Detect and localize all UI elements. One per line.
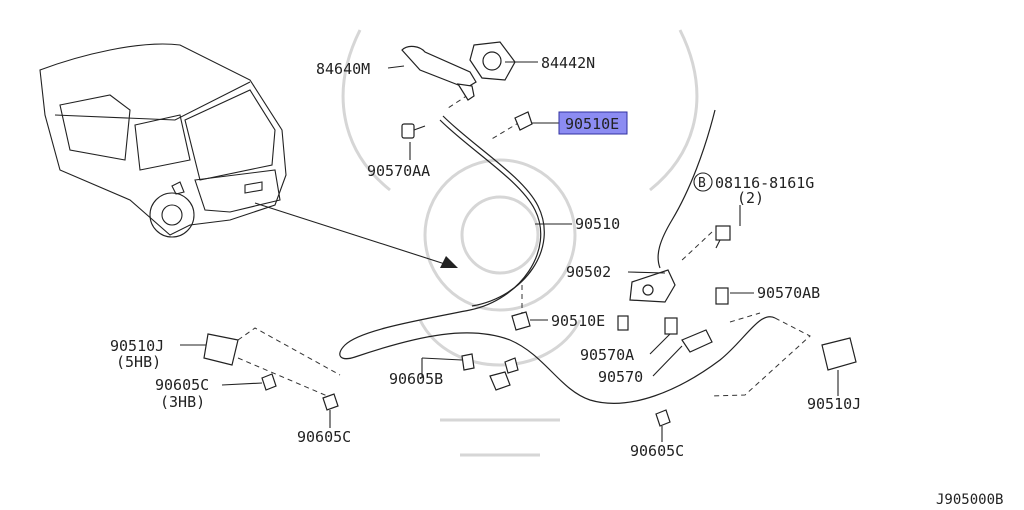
part-bezel-84442N (469, 41, 516, 81)
label-90605B[interactable]: 90605B (389, 370, 443, 388)
circle-b-icon: B (693, 172, 713, 192)
label-84640M[interactable]: 84640M (316, 60, 370, 78)
part-bolt-90570A (664, 317, 678, 335)
label-90510E-mid[interactable]: 90510E (551, 312, 605, 330)
label-90510J-left-note: (5HB) (116, 353, 161, 371)
part-clip-90510E-top (514, 111, 533, 131)
part-clip-90510E-mid (511, 311, 531, 331)
part-grommet-cable (489, 357, 519, 391)
label-90570AA[interactable]: 90570AA (367, 162, 430, 180)
highlight-box (558, 111, 628, 135)
part-clip-90605B (461, 353, 475, 371)
label-08116-qty: (2) (737, 189, 764, 207)
part-clip-90605C-bottom-left (322, 393, 339, 411)
label-90605C-bottom-left[interactable]: 90605C (297, 428, 351, 446)
label-90510J-left[interactable]: 90510J (110, 337, 164, 355)
release-cable (339, 119, 776, 404)
latch-rod (657, 109, 716, 269)
reference-lines (237, 94, 811, 399)
label-90570A[interactable]: 90570A (580, 346, 634, 364)
part-bolt-08116 (715, 225, 731, 249)
label-90605C-bottom-right[interactable]: 90605C (630, 442, 684, 460)
part-cover-90510J-right (821, 337, 857, 371)
label-90605C-left[interactable]: 90605C (155, 376, 209, 394)
label-90570[interactable]: 90570 (598, 368, 643, 386)
part-clip-90605C-left (261, 373, 277, 391)
label-90510[interactable]: 90510 (575, 215, 620, 233)
part-latch-90502 (617, 269, 676, 331)
location-arrow (254, 202, 458, 268)
label-90605C-left-note: (3HB) (160, 393, 205, 411)
watermark-emblem (341, 29, 699, 457)
part-clip-90605C-bottom-right (655, 409, 671, 427)
part-bolt-90570AA (401, 123, 426, 139)
label-84442N[interactable]: 84442N (541, 54, 595, 72)
part-cover-90510J-left (203, 333, 239, 366)
circle-b-letter: B (698, 176, 706, 191)
label-90510E-top[interactable]: 90510E (565, 115, 619, 133)
label-90510J-right[interactable]: 90510J (807, 395, 861, 413)
diagram-code: J905000B (936, 492, 1003, 508)
label-08116-8161G[interactable]: 08116-8161G (715, 174, 814, 192)
part-bracket-90570 (681, 329, 713, 353)
label-90570AB[interactable]: 90570AB (757, 284, 820, 302)
part-labels: 84640M 84442N 90510E 90570AA B 08116-816… (110, 54, 861, 460)
vehicle-illustration (39, 43, 287, 238)
label-90502[interactable]: 90502 (566, 263, 611, 281)
leader-lines (180, 61, 839, 442)
release-cable-inner (442, 115, 545, 307)
part-handle-84640M (401, 45, 477, 101)
part-bolt-90570AB (715, 287, 729, 305)
